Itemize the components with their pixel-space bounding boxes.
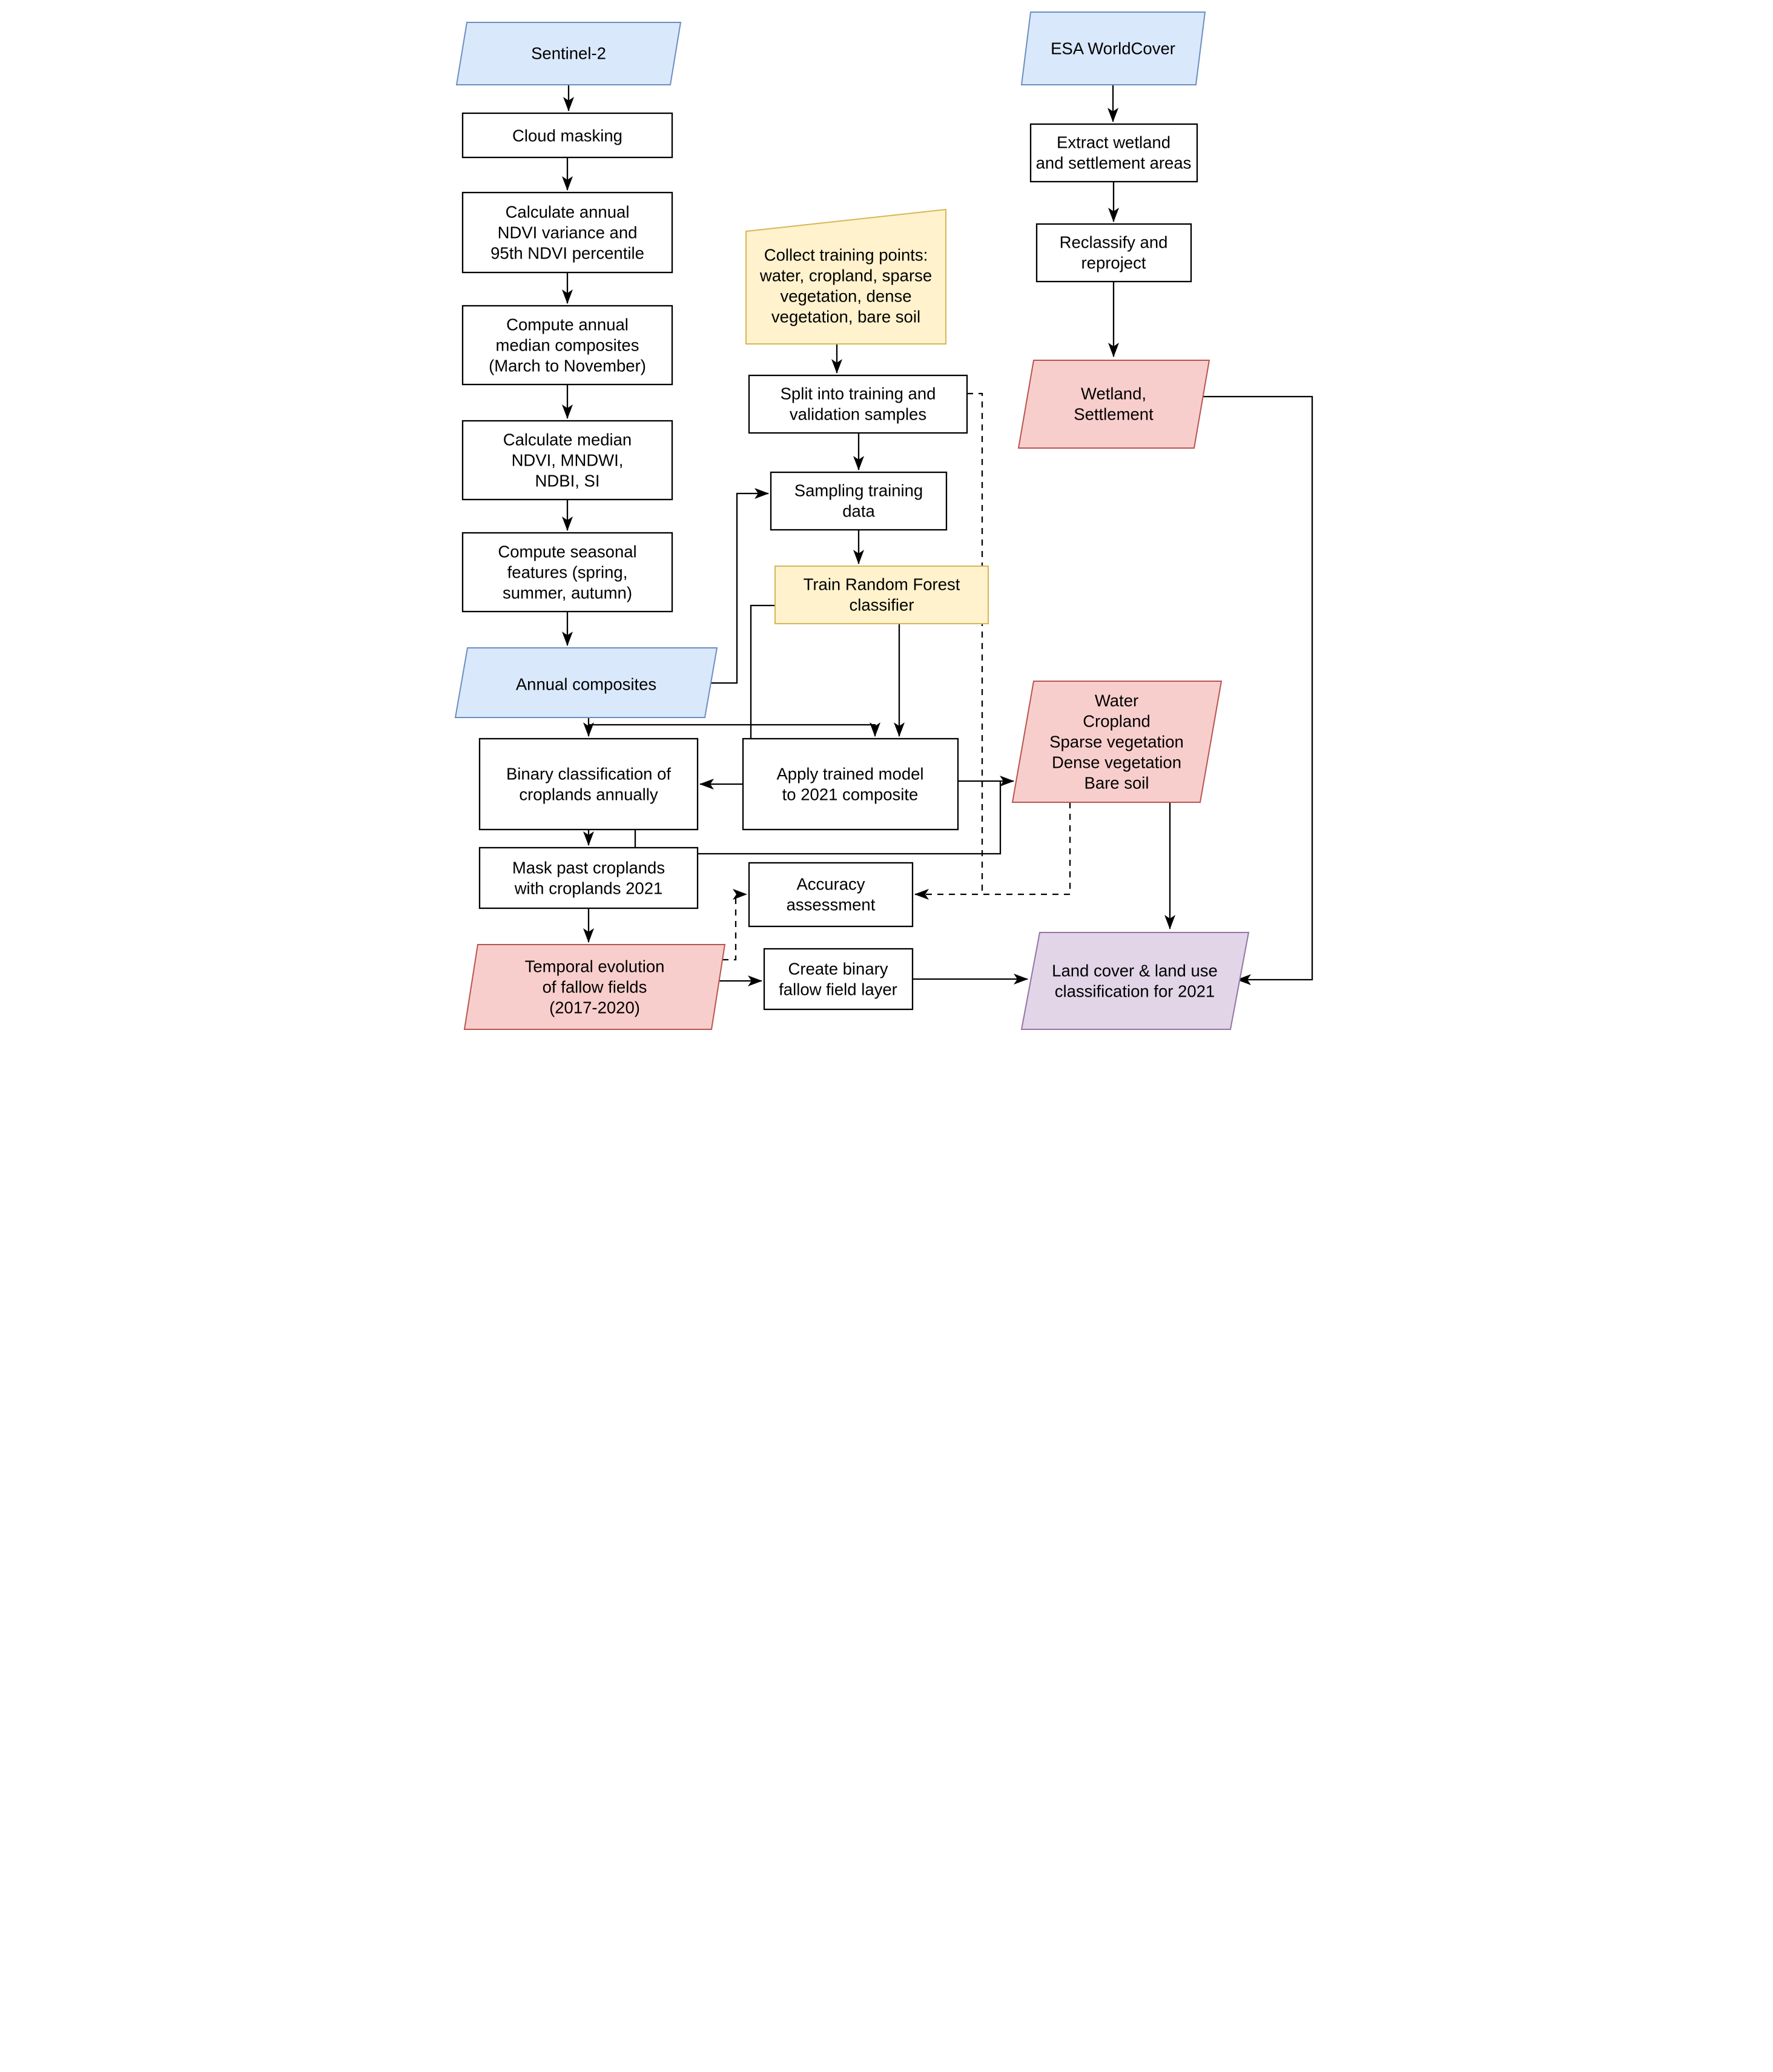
node-wetland-settlement-label: Wetland,Settlement — [1074, 384, 1154, 424]
edge-classes-dashed-to-accuracy — [914, 802, 1071, 900]
node-sentinel-2-label: Sentinel-2 — [531, 44, 606, 63]
node-mask-past-croplands-shape — [478, 846, 699, 909]
node-sampling-training-data-shape — [770, 471, 948, 531]
edge-trainrf-to-binary — [699, 604, 775, 790]
node-extract-wetland-shape — [1029, 123, 1198, 183]
edges-layer — [562, 85, 1313, 986]
node-train-random-forest-shape — [774, 566, 989, 624]
edge-temporal-dashed-to-accuracy — [722, 889, 747, 961]
node-seasonal-features-shape — [461, 532, 673, 613]
node-landcover-2021-shape — [1020, 932, 1250, 1030]
node-esa-worldcover-shape — [1020, 12, 1206, 85]
node-create-fallow-layer-shape — [763, 948, 914, 1011]
edge-wetland-to-landcover — [1203, 395, 1313, 985]
node-classes-2021-shape — [1011, 681, 1223, 803]
node-annual-composites-label: Annual composites — [516, 675, 656, 694]
node-sentinel-2-shape — [455, 22, 682, 85]
node-calc-median-indices-shape — [461, 420, 673, 501]
node-split-samples-shape — [748, 374, 968, 434]
node-calc-annual-ndvi-shape — [461, 191, 673, 274]
edge-annualcomposites-branch-to-apply — [589, 722, 880, 737]
edge-split-dashed-to-accuracy-join — [967, 392, 983, 894]
node-binary-classification-shape — [478, 737, 699, 831]
node-collect-training-points-shape — [745, 208, 946, 345]
node-annual-composites-shape — [454, 647, 718, 718]
node-reclassify-reproject-shape — [1035, 223, 1192, 283]
node-wetland-settlement-shape — [1017, 360, 1210, 449]
node-esa-worldcover-label: ESA WorldCover — [1051, 39, 1175, 58]
node-accuracy-assessment-shape — [748, 862, 914, 928]
edge-annualcomposites-to-sampling — [711, 488, 769, 684]
node-collect-training-points-label: Collect training points:water, cropland,… — [759, 246, 932, 326]
edge-binary-to-classes-merge — [634, 781, 1002, 855]
node-temporal-evolution-shape — [463, 944, 726, 1030]
node-cloud-masking-label: Cloud masking — [512, 127, 622, 145]
node-apply-trained-model-shape — [742, 737, 959, 831]
node-annual-median-composites-shape — [461, 305, 673, 386]
node-cloud-masking-shape — [461, 112, 673, 159]
